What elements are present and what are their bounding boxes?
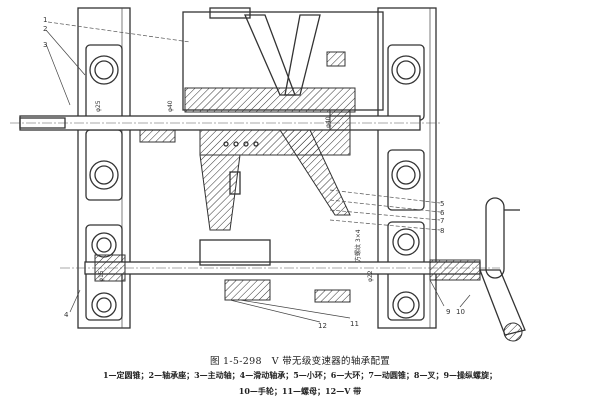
drive-shaft <box>10 115 440 131</box>
part-label-10: 10 <box>456 308 465 316</box>
part-label-7: 7 <box>440 217 444 225</box>
part-label-12: 12 <box>318 322 327 330</box>
thread-spec: 方螺纹 3×4 <box>354 229 362 262</box>
leader-lines <box>45 21 471 323</box>
part-label-6: 6 <box>440 209 445 217</box>
parts-legend-line-1: 1—定圆锥；2—轴承座；3—主动轴；4—滑动轴承；5—小环；6—大环；7—动圆锥… <box>102 370 498 380</box>
part-label-1: 1 <box>43 16 47 24</box>
figure-caption: 图 1-5-298 V 带无级变速器的轴承配置 <box>0 353 600 367</box>
part-label-8: 8 <box>440 227 444 235</box>
bearing-housing-mid-right <box>387 149 425 211</box>
bearing-housing-top-left <box>85 44 123 121</box>
part-label-2: 2 <box>43 25 47 33</box>
part-label-4: 4 <box>64 311 69 319</box>
bearing-arrangement-drawing: 1 2 3 5 6 7 8 9 10 11 12 4 φ25 φ40 φ40 φ… <box>10 7 526 342</box>
dimension-d15: φ15 <box>98 270 105 282</box>
dimension-d25: φ25 <box>95 100 102 112</box>
part-label-9: 9 <box>446 308 450 316</box>
part-label-3: 3 <box>43 41 47 49</box>
figure-number: 图 1-5-298 <box>209 356 262 367</box>
part-label-11: 11 <box>350 320 359 328</box>
handwheel <box>479 197 526 342</box>
part-label-5: 5 <box>440 200 444 208</box>
sliding-bearing-section <box>139 87 356 231</box>
bearing-housing-top-right <box>387 44 425 121</box>
bearing-housing-mid-left <box>85 129 123 201</box>
operating-screw <box>60 239 500 303</box>
dimension-d22: φ22 <box>367 270 374 282</box>
dimension-d40-left: φ40 <box>167 100 174 112</box>
dimension-d40-right: φ40 <box>325 116 332 128</box>
figure-title: V 带无级变速器的轴承配置 <box>271 356 391 367</box>
parts-legend-line-2: 10—手轮；11—螺母；12—V 带 <box>238 386 362 396</box>
